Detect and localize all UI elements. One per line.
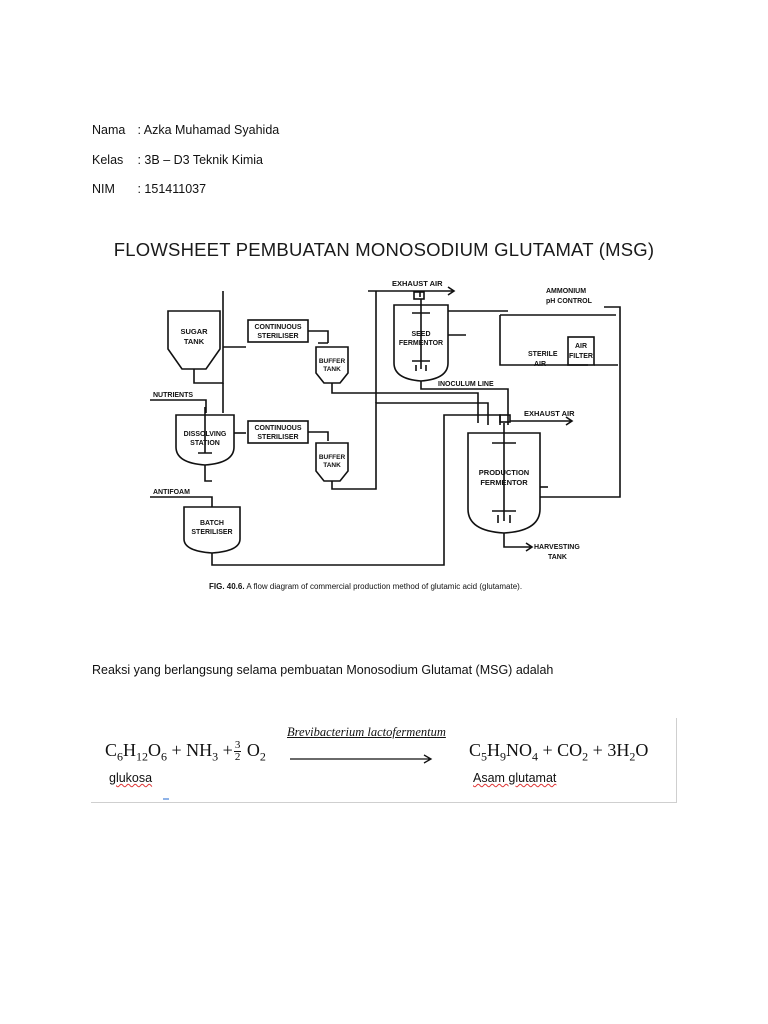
reaction-intro: Reaksi yang berlangsung selama pembuatan…: [92, 663, 554, 677]
ammonium-label-1: AMMONIUM: [546, 288, 586, 295]
reaction-arrow: [290, 754, 433, 764]
air-filter-label-2: FILTER: [569, 353, 593, 360]
steriliser-1-label-2: STERILISER: [257, 333, 298, 340]
antifoam-label: ANTIFOAM: [153, 489, 190, 496]
class-value: : 3B – D3 Teknik Kimia: [137, 153, 264, 167]
name-value: : Azka Muhamad Syahida: [137, 123, 280, 137]
cursor-mark: [163, 798, 169, 800]
name-label: Nama: [92, 123, 126, 137]
buffer-tank-2-label-2: TANK: [323, 462, 341, 469]
buffer-tank-2-label-1: BUFFER: [319, 454, 346, 461]
sterile-air-label-2: AIR: [534, 361, 546, 368]
steriliser-2-label-2: STERILISER: [257, 434, 298, 441]
dissolving-station-shape: [175, 414, 235, 466]
air-filter-box: [567, 336, 595, 366]
seed-fermentor-shape: [393, 304, 449, 382]
air-filter-label-1: AIR: [575, 343, 587, 350]
sugar-tank-label-2: TANK: [184, 337, 205, 346]
production-fermentor-label-2: FERMENTOR: [480, 478, 528, 487]
ammonium-label-2: pH CONTROL: [546, 298, 593, 305]
seed-fermentor-label-1: SEED: [411, 331, 430, 338]
sterile-air-label-1: STERILE: [528, 351, 558, 358]
figure-caption: FIG. 40.6. A flow diagram of commercial …: [209, 582, 522, 591]
fraction-denominator: 2: [234, 751, 241, 764]
batch-steriliser-label-2: STERILISER: [191, 529, 232, 536]
batch-steriliser-shape: [183, 506, 241, 554]
production-fermentor-shape: [467, 432, 541, 534]
nutrients-label: NUTRIENTS: [153, 392, 193, 399]
class-label: Kelas: [92, 153, 124, 167]
exhaust-air-mid-label: EXHAUST AIR: [524, 409, 575, 418]
seed-fermentor-label-2: FERMENTOR: [399, 340, 443, 347]
harvesting-label-2: TANK: [548, 554, 567, 561]
figure-caption-text: A flow diagram of commercial production …: [246, 582, 523, 591]
buffer-tank-2-shape: [315, 442, 349, 482]
production-fermentor-label-1: PRODUCTION: [479, 468, 529, 477]
fraction-numerator: 3: [233, 739, 242, 753]
reactant-label: glukosa: [109, 771, 153, 785]
nim-label: NIM: [92, 182, 115, 196]
inoculum-line-label: INOCULUM LINE: [438, 381, 494, 388]
msg-flow-diagram: SUGAR TANK CONTINUOUS STERILISER BUFFER …: [150, 279, 621, 566]
dissolving-label-2: STATION: [190, 440, 220, 447]
exhaust-air-top-label: EXHAUST AIR: [392, 279, 443, 288]
steriliser-1-label-1: CONTINUOUS: [254, 324, 301, 331]
dissolving-label-1: DISSOLVING: [184, 431, 227, 438]
document-title: FLOWSHEET PEMBUATAN MONOSODIUM GLUTAMAT …: [113, 239, 655, 260]
buffer-tank-1-label-2: TANK: [323, 366, 341, 373]
steriliser-2-label-1: CONTINUOUS: [254, 425, 301, 432]
products-formula: C5H9NO4 + CO2 + 3H2O: [469, 740, 649, 764]
buffer-tank-1-shape: [315, 346, 349, 384]
catalyst-label: Brevibacterium lactofermentum: [287, 725, 446, 739]
product-label: Asam glutamat: [473, 771, 557, 785]
info-row-name: Nama : Azka Muhamad Syahida: [92, 123, 279, 137]
figure-number: FIG. 40.6.: [209, 582, 245, 591]
sugar-tank-label-1: SUGAR: [180, 327, 208, 336]
buffer-tank-1-label-1: BUFFER: [319, 358, 346, 365]
info-row-nim: NIM : 151411037: [92, 182, 206, 196]
nim-value: : 151411037: [137, 182, 207, 196]
info-row-class: Kelas : 3B – D3 Teknik Kimia: [92, 153, 263, 167]
harvesting-label-1: HARVESTING: [534, 544, 580, 551]
sugar-tank-shape: [167, 310, 221, 370]
batch-steriliser-label-1: BATCH: [200, 520, 224, 527]
